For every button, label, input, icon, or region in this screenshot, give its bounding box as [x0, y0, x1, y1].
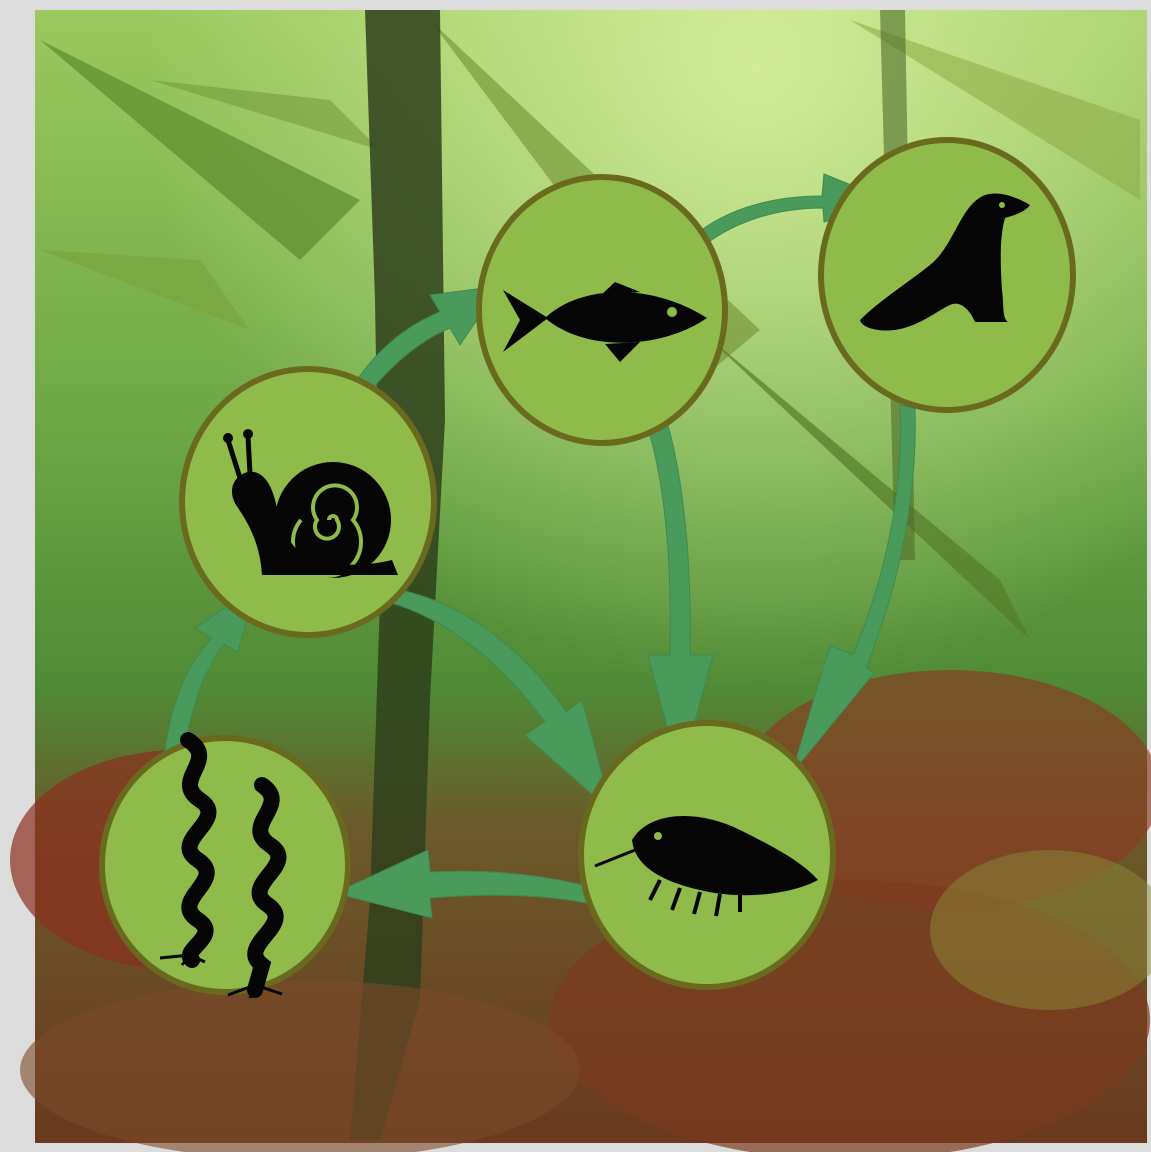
node-snail — [182, 369, 434, 635]
node-kelp — [102, 738, 348, 998]
node-sea-lion — [821, 140, 1073, 410]
node-isopod — [581, 723, 833, 987]
node-fish — [479, 177, 725, 443]
